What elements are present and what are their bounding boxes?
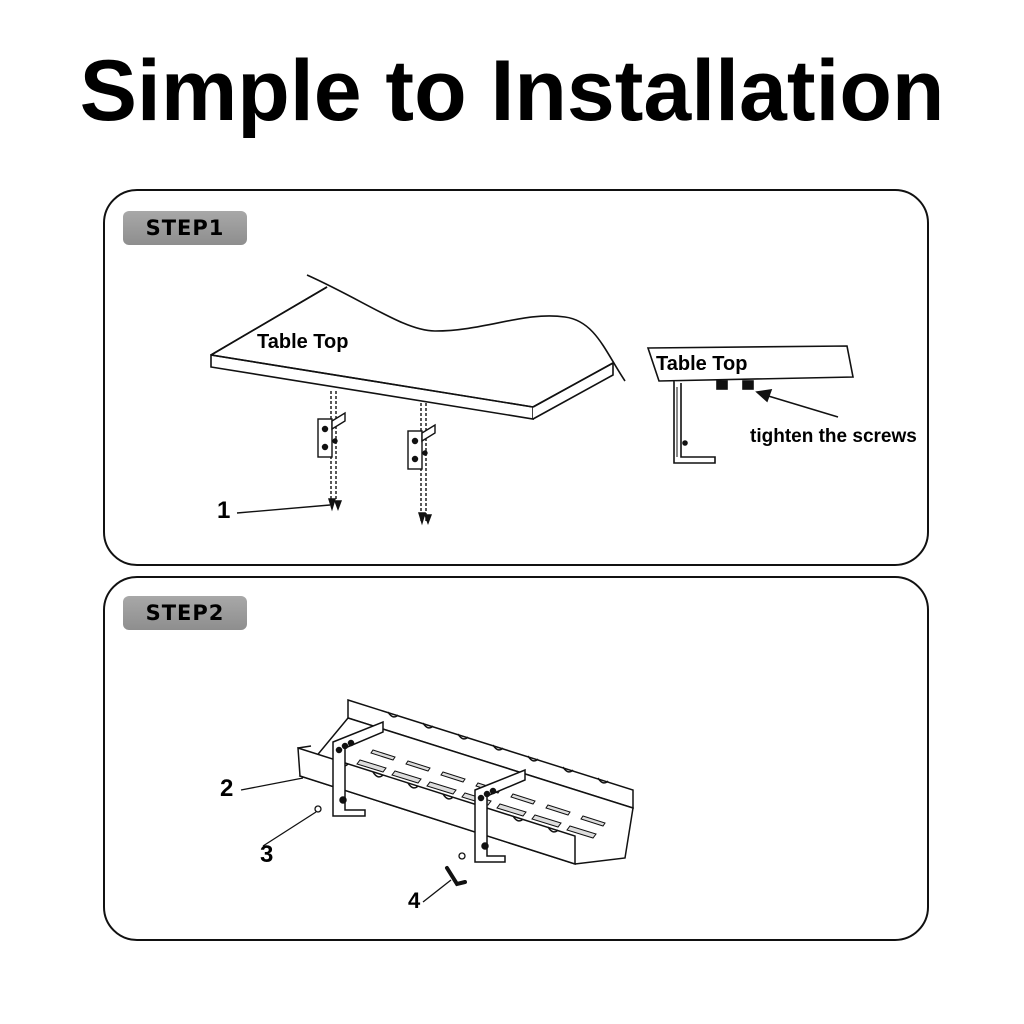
left-mount-bracket [332,720,384,817]
screw-part3 [314,805,322,813]
tighten-screws-note: tighten the screws [750,426,917,447]
step2-badge: STEP2 [123,596,247,630]
part-number-2: 2 [220,775,234,802]
table-top-label: Table Top [257,331,349,353]
page-title: Simple to Installation [79,43,945,139]
right-mount-bracket [474,768,526,863]
detail-view [646,345,854,464]
step2-panel: STEP2 [103,576,929,941]
part1-leader [236,504,331,514]
step2-diagram [240,698,634,903]
part-number-1: 1 [217,497,231,524]
detail-table-top-label: Table Top [656,353,748,375]
screw-part4 [458,852,466,860]
screws-arrow [755,389,839,418]
step1-badge: STEP1 [123,211,247,245]
step1-diagram [210,274,854,526]
cable-tray-illustration [297,698,634,866]
part-number-3: 3 [260,841,274,868]
step2-leaders [240,777,452,903]
right-bracket [407,403,436,526]
part-number-4: 4 [408,888,421,913]
left-bracket [317,391,346,512]
table-top-illustration [210,274,626,420]
hex-key [445,866,467,887]
step1-panel: STEP1 [103,189,929,566]
